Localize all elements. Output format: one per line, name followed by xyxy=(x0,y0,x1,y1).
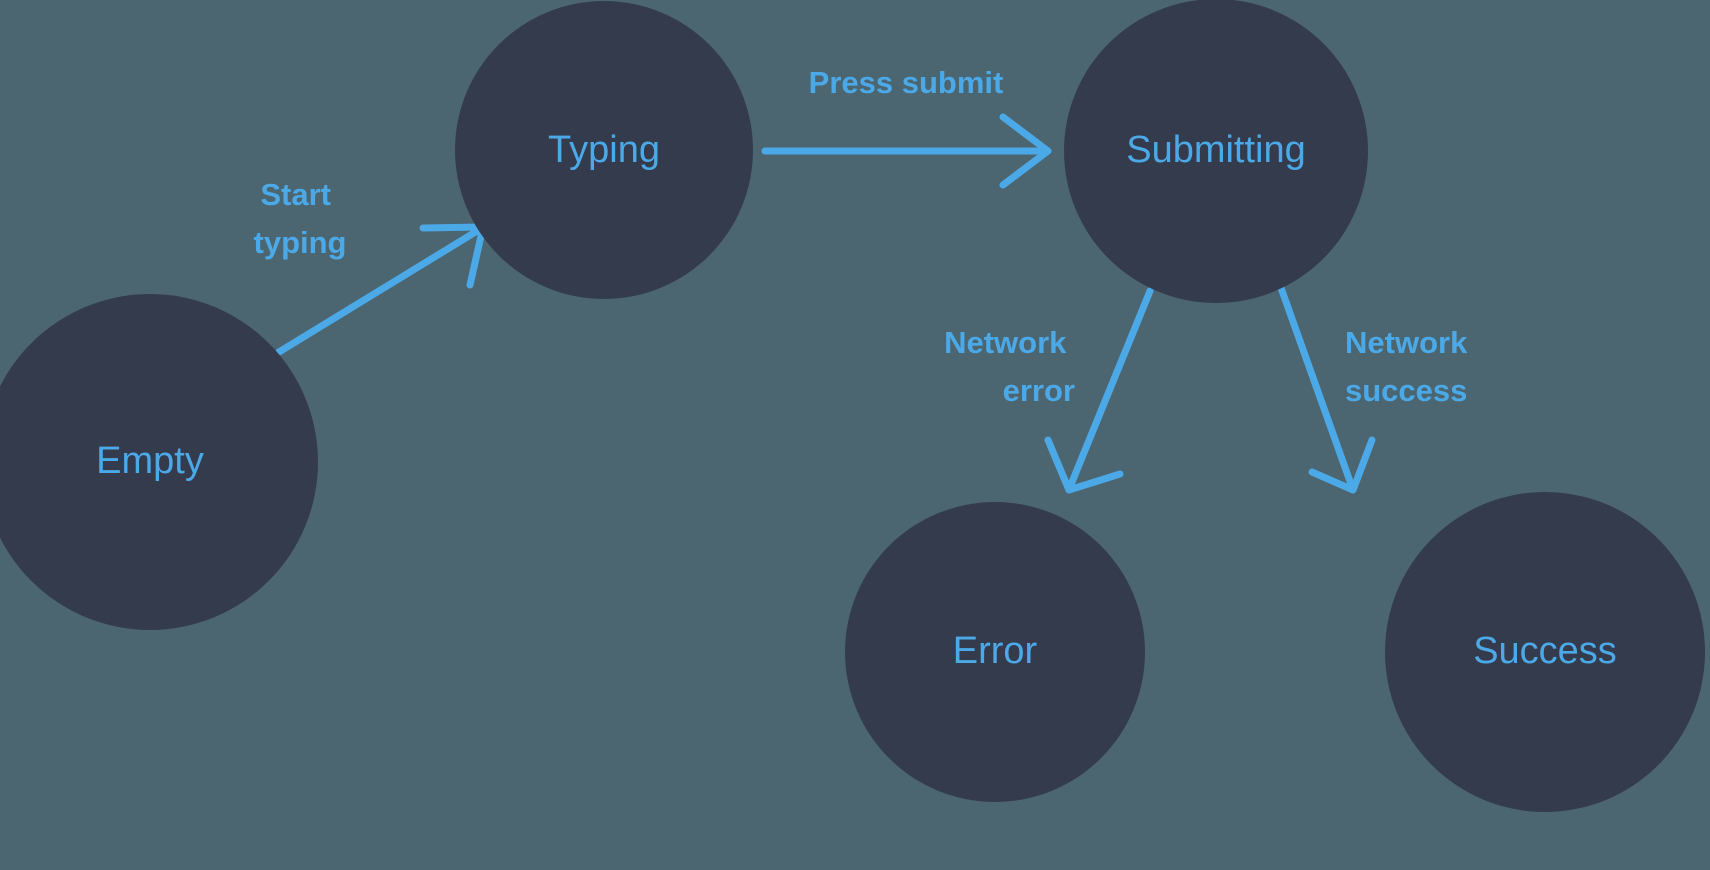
node-success-label: Success xyxy=(1473,630,1617,672)
node-empty-circle[interactable] xyxy=(0,294,318,630)
edge-label-network-success-line-2: success xyxy=(1345,373,1467,408)
node-error-circle[interactable] xyxy=(845,502,1145,802)
edge-label-start-typing-line-1: Start xyxy=(260,177,331,212)
edge-typing-to-submitting xyxy=(761,113,1052,189)
node-submitting-circle[interactable] xyxy=(1064,0,1368,303)
edge-label-press-submit: Press submit xyxy=(809,65,1004,100)
node-error[interactable]: Error xyxy=(845,502,1145,802)
edge-label-network-success: Network success xyxy=(1345,325,1476,408)
edge-label-network-error-line-2: error xyxy=(1003,373,1075,408)
node-submitting-label: Submitting xyxy=(1126,129,1306,171)
edge-typing-to-submitting-arrowhead xyxy=(999,113,1052,189)
node-typing[interactable]: Typing xyxy=(455,1,753,299)
edge-submitting-to-success-line xyxy=(1276,281,1356,491)
edge-label-press-submit-line-1: Press submit xyxy=(809,65,1004,100)
edge-label-start-typing-line-2: typing xyxy=(254,225,347,260)
edge-submitting-to-success xyxy=(1276,281,1376,494)
edge-submitting-to-error-arrowhead xyxy=(1044,436,1124,494)
edge-label-network-error-line-1: Network xyxy=(944,325,1067,360)
edge-label-network-error: Network error xyxy=(944,325,1075,408)
node-error-label: Error xyxy=(953,630,1038,672)
node-empty[interactable]: Empty xyxy=(0,294,318,630)
edge-submitting-to-error xyxy=(1044,287,1154,494)
node-typing-circle[interactable] xyxy=(455,1,753,299)
node-success[interactable]: Success xyxy=(1385,492,1705,812)
node-empty-label: Empty xyxy=(96,440,204,482)
edge-submitting-to-success-arrowhead xyxy=(1308,436,1376,494)
node-submitting[interactable]: Submitting xyxy=(1064,0,1368,303)
edge-label-start-typing: Start typing xyxy=(254,177,347,260)
node-success-circle[interactable] xyxy=(1385,492,1705,812)
node-typing-label: Typing xyxy=(548,129,660,171)
edge-empty-to-typing-line xyxy=(275,224,486,356)
edge-submitting-to-error-line xyxy=(1066,287,1154,491)
edge-label-network-success-line-1: Network xyxy=(1345,325,1468,360)
